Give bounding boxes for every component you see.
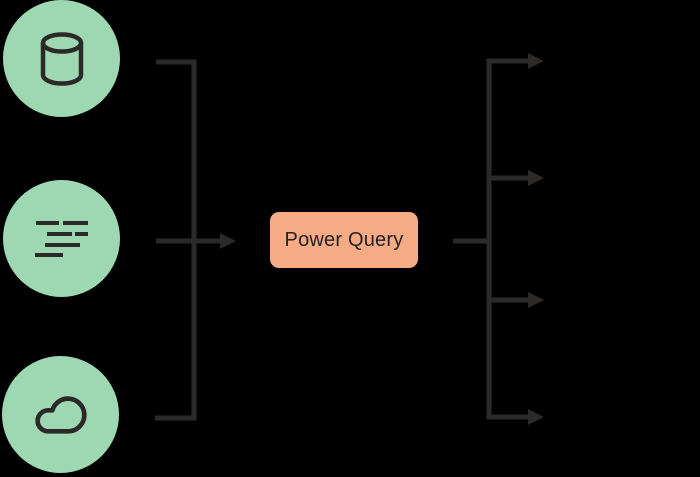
power-query-label: Power Query [284, 228, 404, 251]
text-bar [46, 231, 72, 236]
database-icon [40, 31, 83, 86]
source-circle-text [3, 180, 120, 297]
source-circle-database [3, 0, 120, 117]
text-bar [62, 220, 88, 225]
text-bar [34, 252, 63, 257]
arrow-right-icon [528, 170, 544, 186]
arrow-right-icon [220, 233, 236, 249]
arrow-right-icon [528, 292, 544, 308]
text-bar [74, 231, 88, 236]
text-bar [44, 242, 80, 247]
text-bar [35, 220, 59, 225]
source-circle-cloud [2, 356, 119, 473]
output-bracket-line [486, 58, 528, 420]
cloud-icon [34, 395, 87, 434]
power-query-node: Power Query [270, 212, 418, 268]
arrow-right-icon [528, 53, 544, 69]
arrow-right-icon [528, 409, 544, 425]
text-lines-icon [34, 220, 89, 257]
